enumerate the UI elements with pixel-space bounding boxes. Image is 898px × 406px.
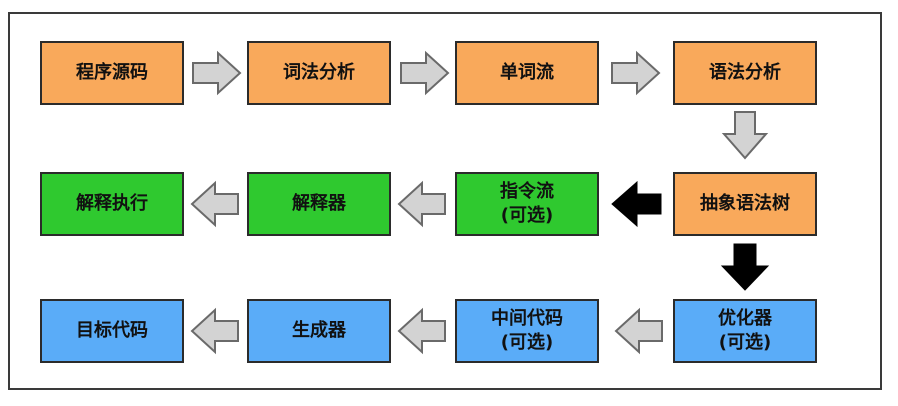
arrow-right-icon (611, 50, 661, 96)
node-generator-label: 生成器 (292, 320, 346, 341)
node-source-code-label: 程序源码 (76, 62, 148, 83)
node-abstract-syntax-tree-label: 抽象语法树 (700, 193, 790, 214)
node-interpreter: 解释器 (247, 172, 391, 236)
node-source-code: 程序源码 (40, 41, 184, 105)
arrow-left-icon (397, 307, 446, 355)
node-interpreter-label: 解释器 (292, 193, 346, 214)
arrow-left-icon (397, 180, 446, 228)
node-optimizer-label: 优化器 (可选) (718, 308, 772, 353)
node-lexical-analysis-label: 词法分析 (283, 62, 355, 83)
arrow-down-black-icon (720, 243, 770, 291)
node-target-code-label: 目标代码 (76, 320, 148, 341)
arrow-down-icon (721, 111, 769, 160)
node-syntax-analysis: 语法分析 (673, 41, 817, 105)
node-abstract-syntax-tree: 抽象语法树 (673, 172, 817, 236)
node-intermediate-code: 中间代码 (可选) (455, 299, 599, 363)
arrow-left-black-icon (611, 180, 662, 228)
node-interpret-execute-label: 解释执行 (76, 193, 148, 214)
node-instruction-stream: 指令流 (可选) (455, 172, 599, 236)
node-generator: 生成器 (247, 299, 391, 363)
arrow-right-icon (400, 50, 450, 96)
node-interpret-execute: 解释执行 (40, 172, 184, 236)
node-intermediate-code-label: 中间代码 (可选) (491, 308, 563, 353)
node-optimizer: 优化器 (可选) (673, 299, 817, 363)
node-syntax-analysis-label: 语法分析 (709, 62, 781, 83)
arrow-right-icon (192, 50, 242, 96)
node-instruction-stream-label: 指令流 (可选) (500, 181, 554, 226)
node-token-stream: 单词流 (455, 41, 599, 105)
arrow-left-icon (190, 307, 239, 355)
arrow-left-icon (614, 307, 663, 355)
node-lexical-analysis: 词法分析 (247, 41, 391, 105)
arrow-left-icon (190, 180, 239, 228)
node-token-stream-label: 单词流 (500, 62, 554, 83)
node-target-code: 目标代码 (40, 299, 184, 363)
